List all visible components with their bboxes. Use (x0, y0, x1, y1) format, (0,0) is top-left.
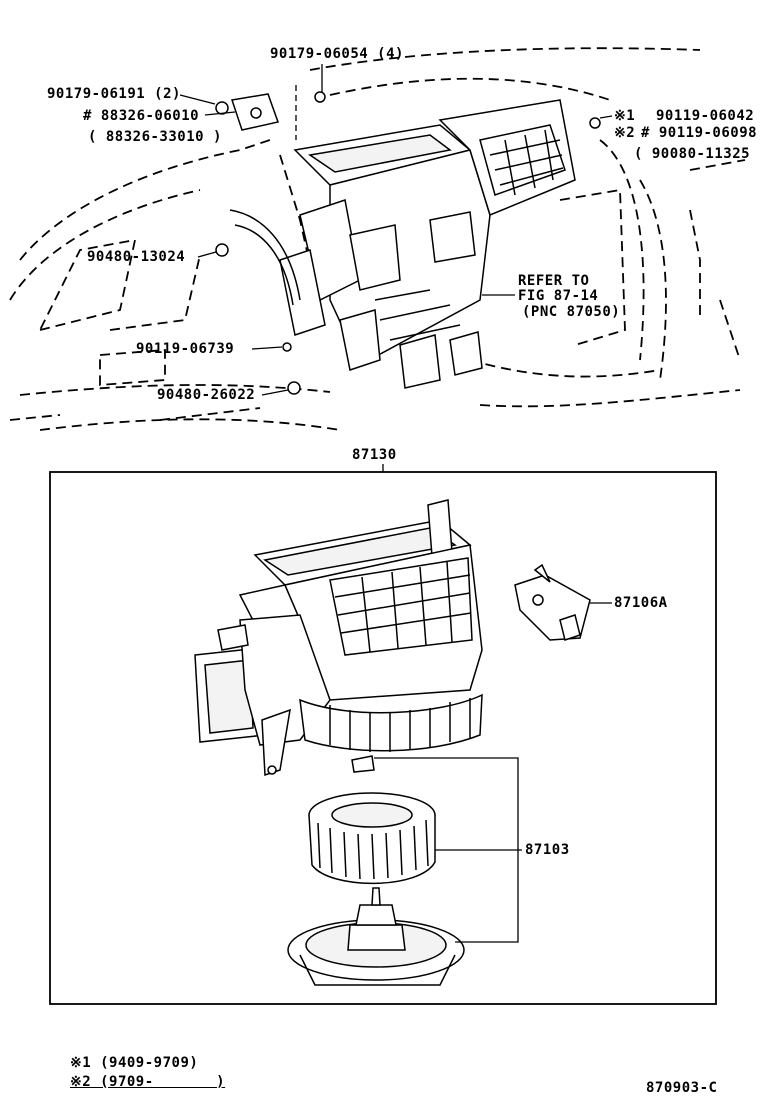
label-90179-06054: 90179-06054 (4) (270, 46, 404, 62)
label-90119-06042: 90119-06042 (656, 108, 755, 124)
inner-leader-lines (374, 602, 612, 943)
label-90119-06739: 90119-06739 (136, 341, 235, 357)
refer-line-3: (PNC 87050) (522, 304, 621, 320)
footnote-1: ※1 (9409-9709) (70, 1055, 199, 1071)
label-90480-26022: 90480-26022 (157, 387, 256, 403)
label-87103: 87103 (525, 842, 570, 858)
refer-line-1: REFER TO (518, 273, 590, 289)
footnote-2: ※2 (9709- ) (70, 1074, 226, 1090)
label-88326-06010: # 88326-06010 (83, 108, 200, 124)
label-88326-33010: ( 88326-33010 ) (88, 129, 222, 145)
figure-code: 870903-C (646, 1080, 718, 1096)
label-90119-06098: # 90119-06098 (641, 125, 758, 141)
assembly-label-87130: 87130 (352, 447, 397, 463)
mark-2: ※2 (614, 125, 636, 141)
top-leader-lines (179, 64, 613, 396)
heater-unit-drawing (215, 91, 601, 395)
mark-1: ※1 (614, 108, 636, 124)
blower-case-drawing (194, 499, 591, 986)
refer-line-2: FIG 87-14 (518, 288, 599, 304)
label-90179-06191: 90179-06191 (2) (47, 86, 181, 102)
label-87106A: 87106A (614, 595, 668, 611)
label-90480-13024: 90480-13024 (87, 249, 186, 265)
label-90080-11325: ( 90080-11325 ) (634, 146, 760, 162)
